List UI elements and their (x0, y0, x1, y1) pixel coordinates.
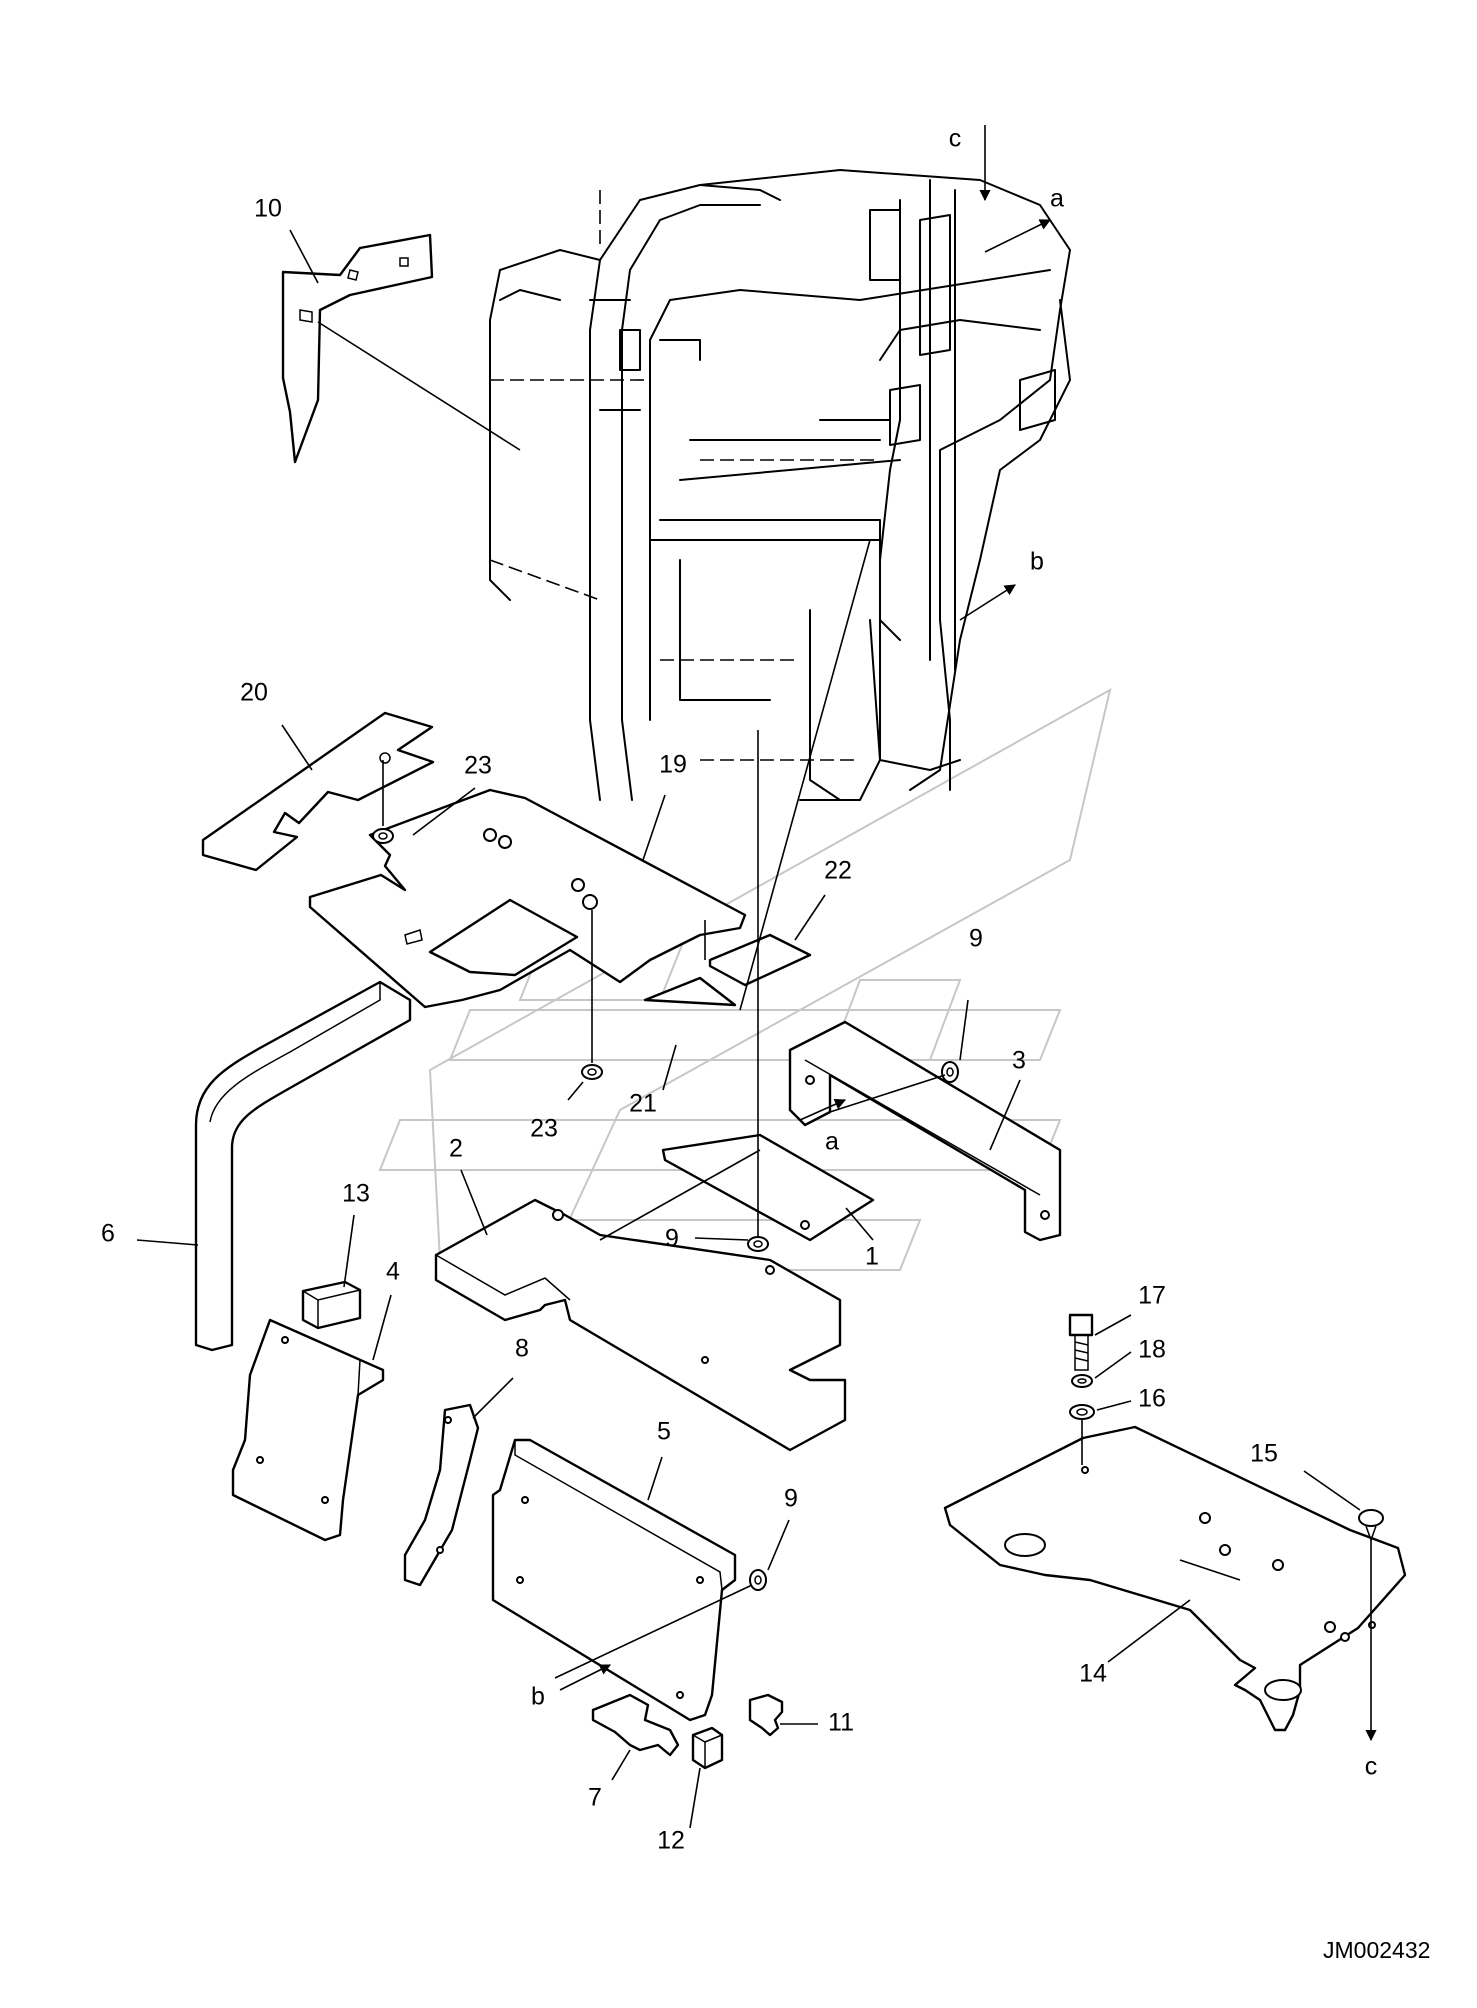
callout-9-top: 9 (969, 925, 983, 953)
part-6-curved-trim (194, 980, 412, 1352)
callout-3: 3 (1012, 1047, 1026, 1075)
callout-15: 15 (1250, 1440, 1278, 1468)
callout-6: 6 (101, 1220, 115, 1248)
ref-a-upper: a (1050, 185, 1064, 213)
part-9-washer-top (941, 1061, 959, 1083)
ref-a-lower: a (825, 1128, 839, 1156)
part-20-plate (201, 711, 435, 872)
callout-23-upper: 23 (464, 752, 492, 780)
part-18-washer (1071, 1374, 1093, 1388)
part-7-block (591, 1693, 680, 1757)
reference-arrows (554, 125, 1377, 1742)
part-17-bolt (1068, 1313, 1094, 1371)
callout-4: 4 (386, 1258, 400, 1286)
part-23-upper-washer (372, 760, 394, 844)
part-4-curved-panel (231, 1318, 385, 1542)
part-19-floor-mat (308, 788, 747, 1009)
part-2-floor-panel (434, 1198, 847, 1452)
callout-9-mid: 9 (665, 1225, 679, 1253)
callout-7: 7 (588, 1784, 602, 1812)
part-23-lower-washer (581, 910, 603, 1080)
part-8-gusset (403, 1403, 480, 1587)
ref-b-upper: b (1030, 548, 1044, 576)
part-1-plate (661, 1133, 875, 1242)
part-21-triangle (643, 976, 737, 1007)
callout-17: 17 (1138, 1282, 1166, 1310)
callout-9-low: 9 (784, 1485, 798, 1513)
part-10-panel (281, 233, 434, 464)
part-12-block (691, 1726, 724, 1770)
ref-b-lower: b (531, 1683, 545, 1711)
part-22-pad (708, 933, 812, 987)
callout-1: 1 (865, 1243, 879, 1271)
callout-23-lower: 23 (530, 1115, 558, 1143)
callout-20: 20 (240, 679, 268, 707)
callout-labels: 10 20 23 19 22 9 3 23 21 2 13 6 9 1 4 8 … (101, 195, 1278, 1855)
part-11-block (748, 1693, 784, 1737)
part-13-block (301, 1280, 362, 1330)
callout-12: 12 (657, 1827, 685, 1855)
callout-22: 22 (824, 857, 852, 885)
document-id: JM002432 (1323, 1937, 1430, 1963)
callout-16: 16 (1138, 1385, 1166, 1413)
callout-leaders (136, 229, 1361, 1829)
ref-c-lower: c (1365, 1753, 1378, 1781)
callout-11: 11 (828, 1709, 854, 1737)
reference-letters: c a b a b c (531, 125, 1377, 1781)
callout-2: 2 (449, 1135, 463, 1163)
part-9-washer-low (749, 1569, 767, 1591)
part-16-washer (1069, 1404, 1095, 1465)
part-3-bracket (788, 1020, 1062, 1242)
callout-5: 5 (657, 1418, 671, 1446)
callout-10: 10 (254, 195, 282, 223)
callout-8: 8 (515, 1335, 529, 1363)
callout-13: 13 (342, 1180, 370, 1208)
assembly-lines (317, 321, 871, 1011)
callout-18: 18 (1138, 1336, 1166, 1364)
callout-14: 14 (1079, 1660, 1107, 1688)
cab-frame-assembly (489, 169, 1071, 801)
callout-19: 19 (659, 751, 687, 779)
callout-21: 21 (629, 1090, 657, 1118)
ref-c-upper: c (949, 125, 962, 153)
part-5-side-panel (491, 1438, 737, 1722)
part-14-base-plate (943, 1425, 1407, 1732)
